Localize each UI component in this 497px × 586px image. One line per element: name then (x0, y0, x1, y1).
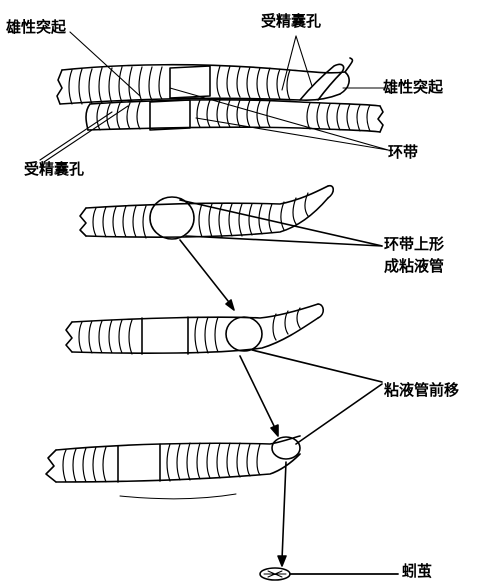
label-male-pore-top: 雄性突起 (6, 18, 66, 37)
mucus-tube-moving (226, 317, 262, 351)
label-tube-moves-forward: 粘液管前移 (384, 381, 459, 400)
label-clitellum-tube: 环带上形 成粘液管 (384, 233, 444, 277)
clitellum-lower (150, 100, 190, 130)
label-clitellum-tube-line2: 成粘液管 (384, 255, 444, 277)
label-clitellum-tube-line1: 环带上形 (384, 233, 444, 255)
cocoon-shape (260, 568, 398, 580)
segment-rings-lower (97, 100, 370, 131)
label-seminal-receptacle-left: 受精囊孔 (24, 160, 84, 179)
label-seminal-receptacle-top: 受精囊孔 (261, 12, 321, 31)
mating-worm-upper (57, 58, 352, 104)
worm-stage3 (66, 304, 382, 382)
label-cocoon: 蚓茧 (402, 562, 432, 581)
arrow-stage2-to-3 (180, 240, 232, 306)
label-clitellum: 环带 (388, 143, 418, 162)
label-male-pore-right: 雄性突起 (383, 78, 443, 97)
arrow-stage3-to-4 (240, 356, 276, 430)
arrow-stage4-to-cocoon (282, 462, 286, 560)
leader-lines-stage1 (40, 32, 388, 162)
worm-stage2 (80, 186, 382, 246)
worm-stage4 (46, 384, 382, 499)
